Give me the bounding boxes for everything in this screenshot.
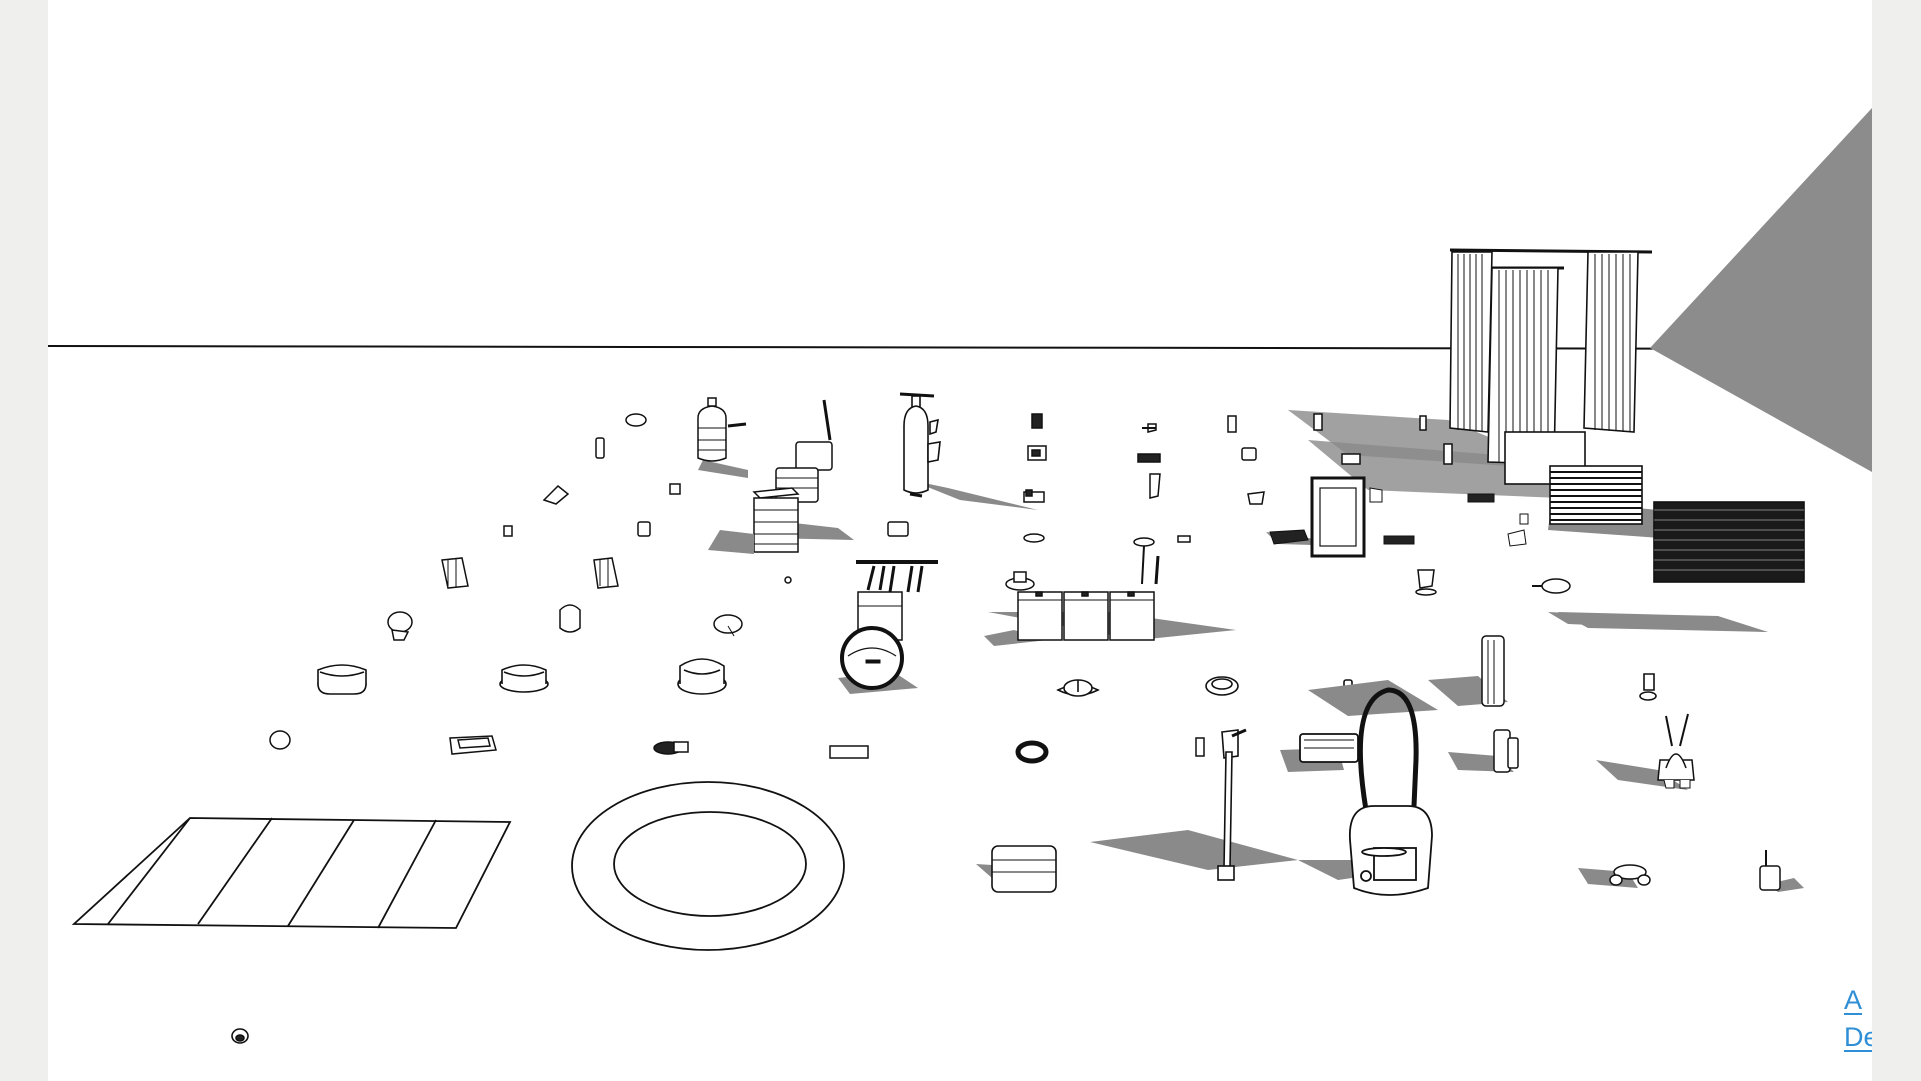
stick-vacuum[interactable]: [1090, 728, 1298, 881]
middle-column-items[interactable]: [984, 413, 1453, 646]
rug-rectangular[interactable]: [71, 817, 512, 929]
brand-line-1: A: [1844, 985, 1863, 1015]
storage-box[interactable]: [976, 845, 1057, 893]
front-row-items[interactable]: [269, 730, 1205, 764]
ironing-board[interactable]: [899, 392, 1038, 510]
wall-plane: [1650, 108, 1872, 472]
scene-canvas[interactable]: [48, 0, 1872, 1081]
back-row-items[interactable]: [387, 397, 792, 641]
viewport[interactable]: A Design: [48, 0, 1872, 1081]
brand-logo-link[interactable]: A Design: [1844, 982, 1872, 1056]
rug-round[interactable]: [571, 781, 845, 951]
right-middle-items[interactable]: [1415, 569, 1768, 707]
small-bucket[interactable]: [231, 1028, 249, 1044]
horizon-line: [48, 345, 1872, 350]
robot-vacuum[interactable]: [838, 626, 918, 694]
right-items[interactable]: [1448, 713, 1804, 892]
drying-rack[interactable]: [856, 521, 938, 641]
brand-line-2: Design: [1844, 1022, 1872, 1052]
canister-vacuum[interactable]: [1280, 680, 1438, 896]
cooking-pots[interactable]: [317, 658, 1657, 701]
mirror[interactable]: [1266, 476, 1529, 558]
window-blinds[interactable]: [1548, 465, 1805, 632]
laundry-organizers[interactable]: [708, 399, 854, 554]
